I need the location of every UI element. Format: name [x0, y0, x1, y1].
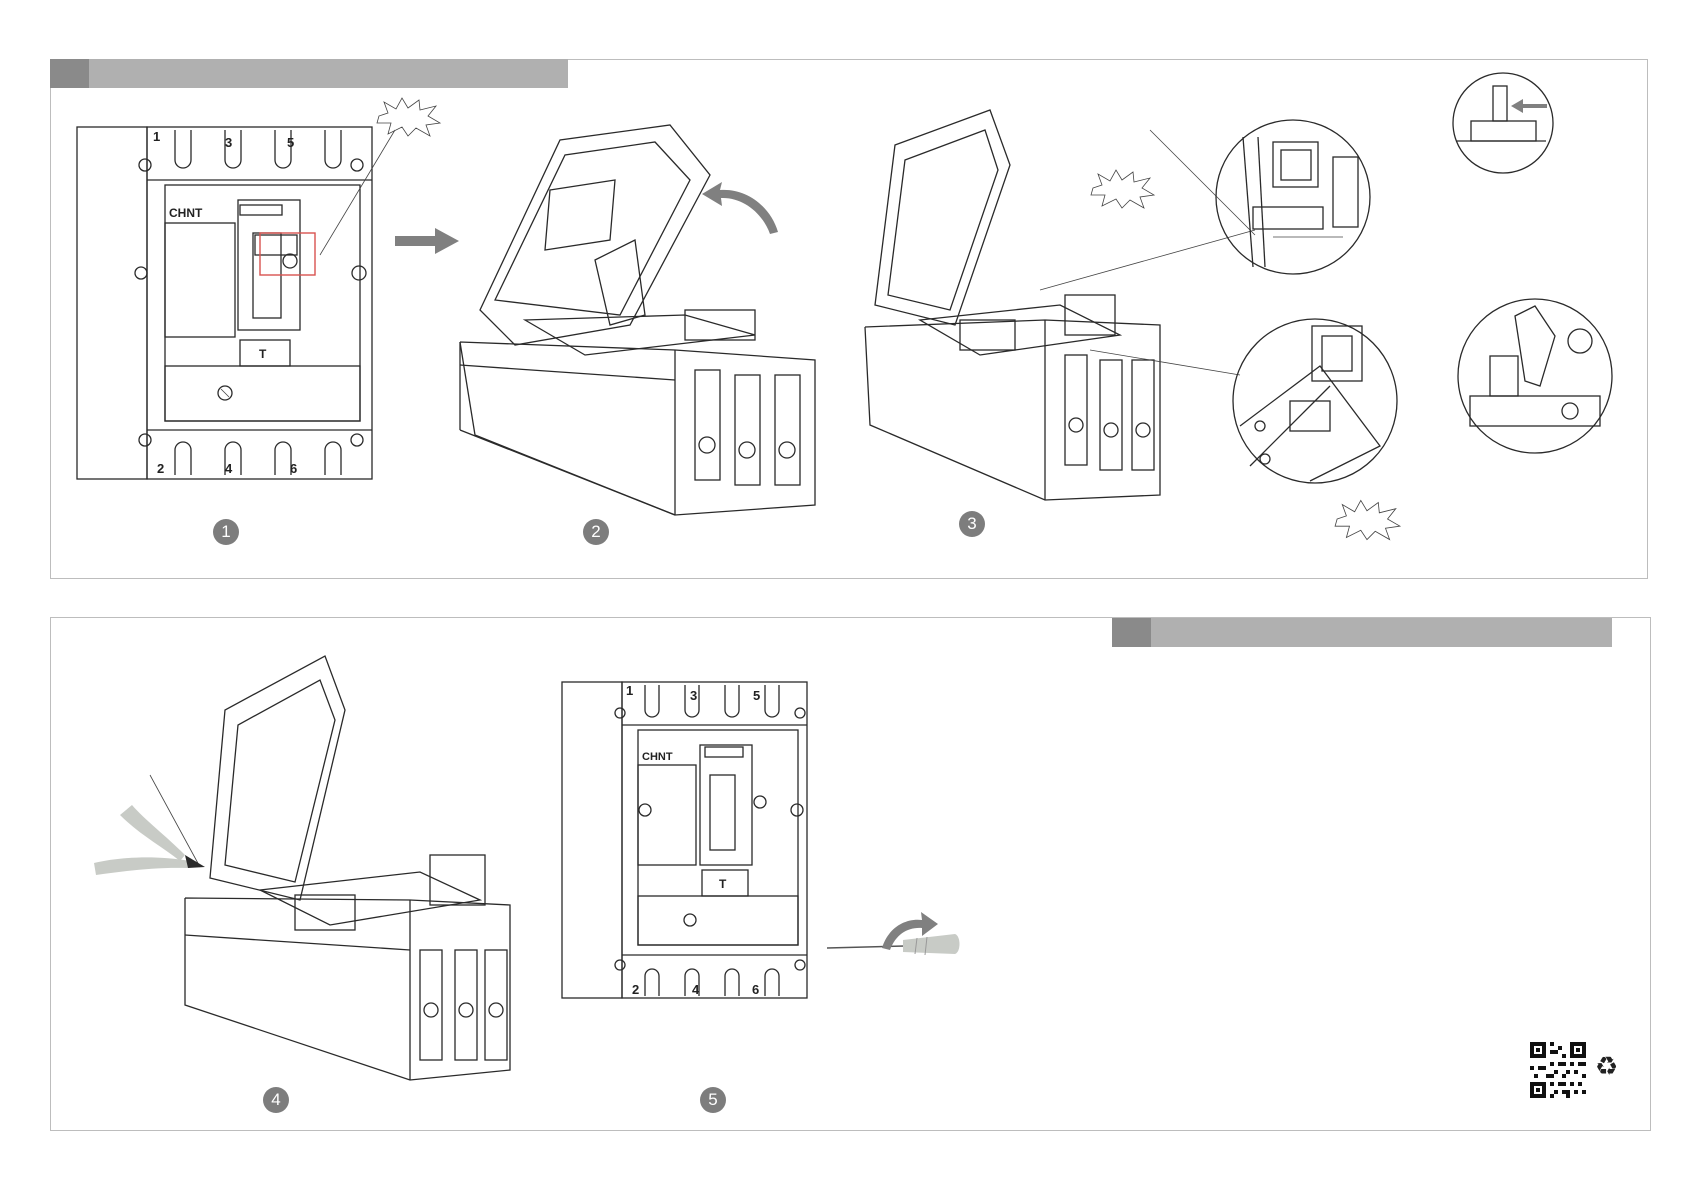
qr-code-icon	[1530, 1042, 1586, 1098]
detail-circle-slot-bottom	[1230, 316, 1400, 486]
pliers-tool-icon	[90, 775, 210, 885]
step-badge-3: 3	[959, 511, 985, 537]
top-header-square	[50, 59, 89, 88]
test-button-label: T	[259, 347, 267, 361]
terminal-top-3: 3	[690, 688, 697, 703]
terminal-bottom-6: 6	[752, 982, 759, 997]
step-badge-1: 1	[213, 519, 239, 545]
terminal-top-1: 1	[153, 129, 160, 144]
step-badge-4: 4	[263, 1087, 289, 1113]
terminal-bottom-4: 4	[692, 982, 700, 997]
arrow-right-icon	[395, 228, 461, 254]
terminal-bottom-4: 4	[225, 461, 233, 476]
top-panel-header-bar	[50, 59, 568, 88]
rotate-arrow-icon	[700, 180, 780, 235]
terminal-bottom-6: 6	[290, 461, 297, 476]
test-button-label: T	[719, 877, 727, 891]
detail-circle-slot-top	[1213, 117, 1373, 277]
starburst-callout-icon	[1332, 498, 1404, 542]
brand-logo: CHNT	[169, 206, 203, 220]
terminal-top-5: 5	[287, 135, 294, 150]
bottom-panel-header-bar	[1112, 618, 1612, 647]
terminal-bottom-2: 2	[632, 982, 639, 997]
step-badge-5: 5	[700, 1087, 726, 1113]
step-badge-2: 2	[583, 519, 609, 545]
brand-logo: CHNT	[642, 751, 673, 763]
terminal-bottom-2: 2	[157, 461, 164, 476]
breaker-front-view-5: 1 3 5 2 4 6 CHNT T	[560, 680, 810, 1002]
starburst-callout-icon	[1088, 168, 1158, 210]
terminal-top-3: 3	[225, 135, 232, 150]
detail-circle-latch	[1455, 296, 1615, 456]
rotate-arrow-icon	[880, 910, 940, 950]
bottom-header-square	[1112, 618, 1151, 647]
terminal-top-5: 5	[753, 688, 760, 703]
recycle-icon: ♻	[1595, 1052, 1618, 1082]
terminal-top-1: 1	[626, 683, 633, 698]
breaker-install-accessory-view-4	[180, 650, 520, 1090]
detail-circle-clip	[1451, 71, 1555, 175]
